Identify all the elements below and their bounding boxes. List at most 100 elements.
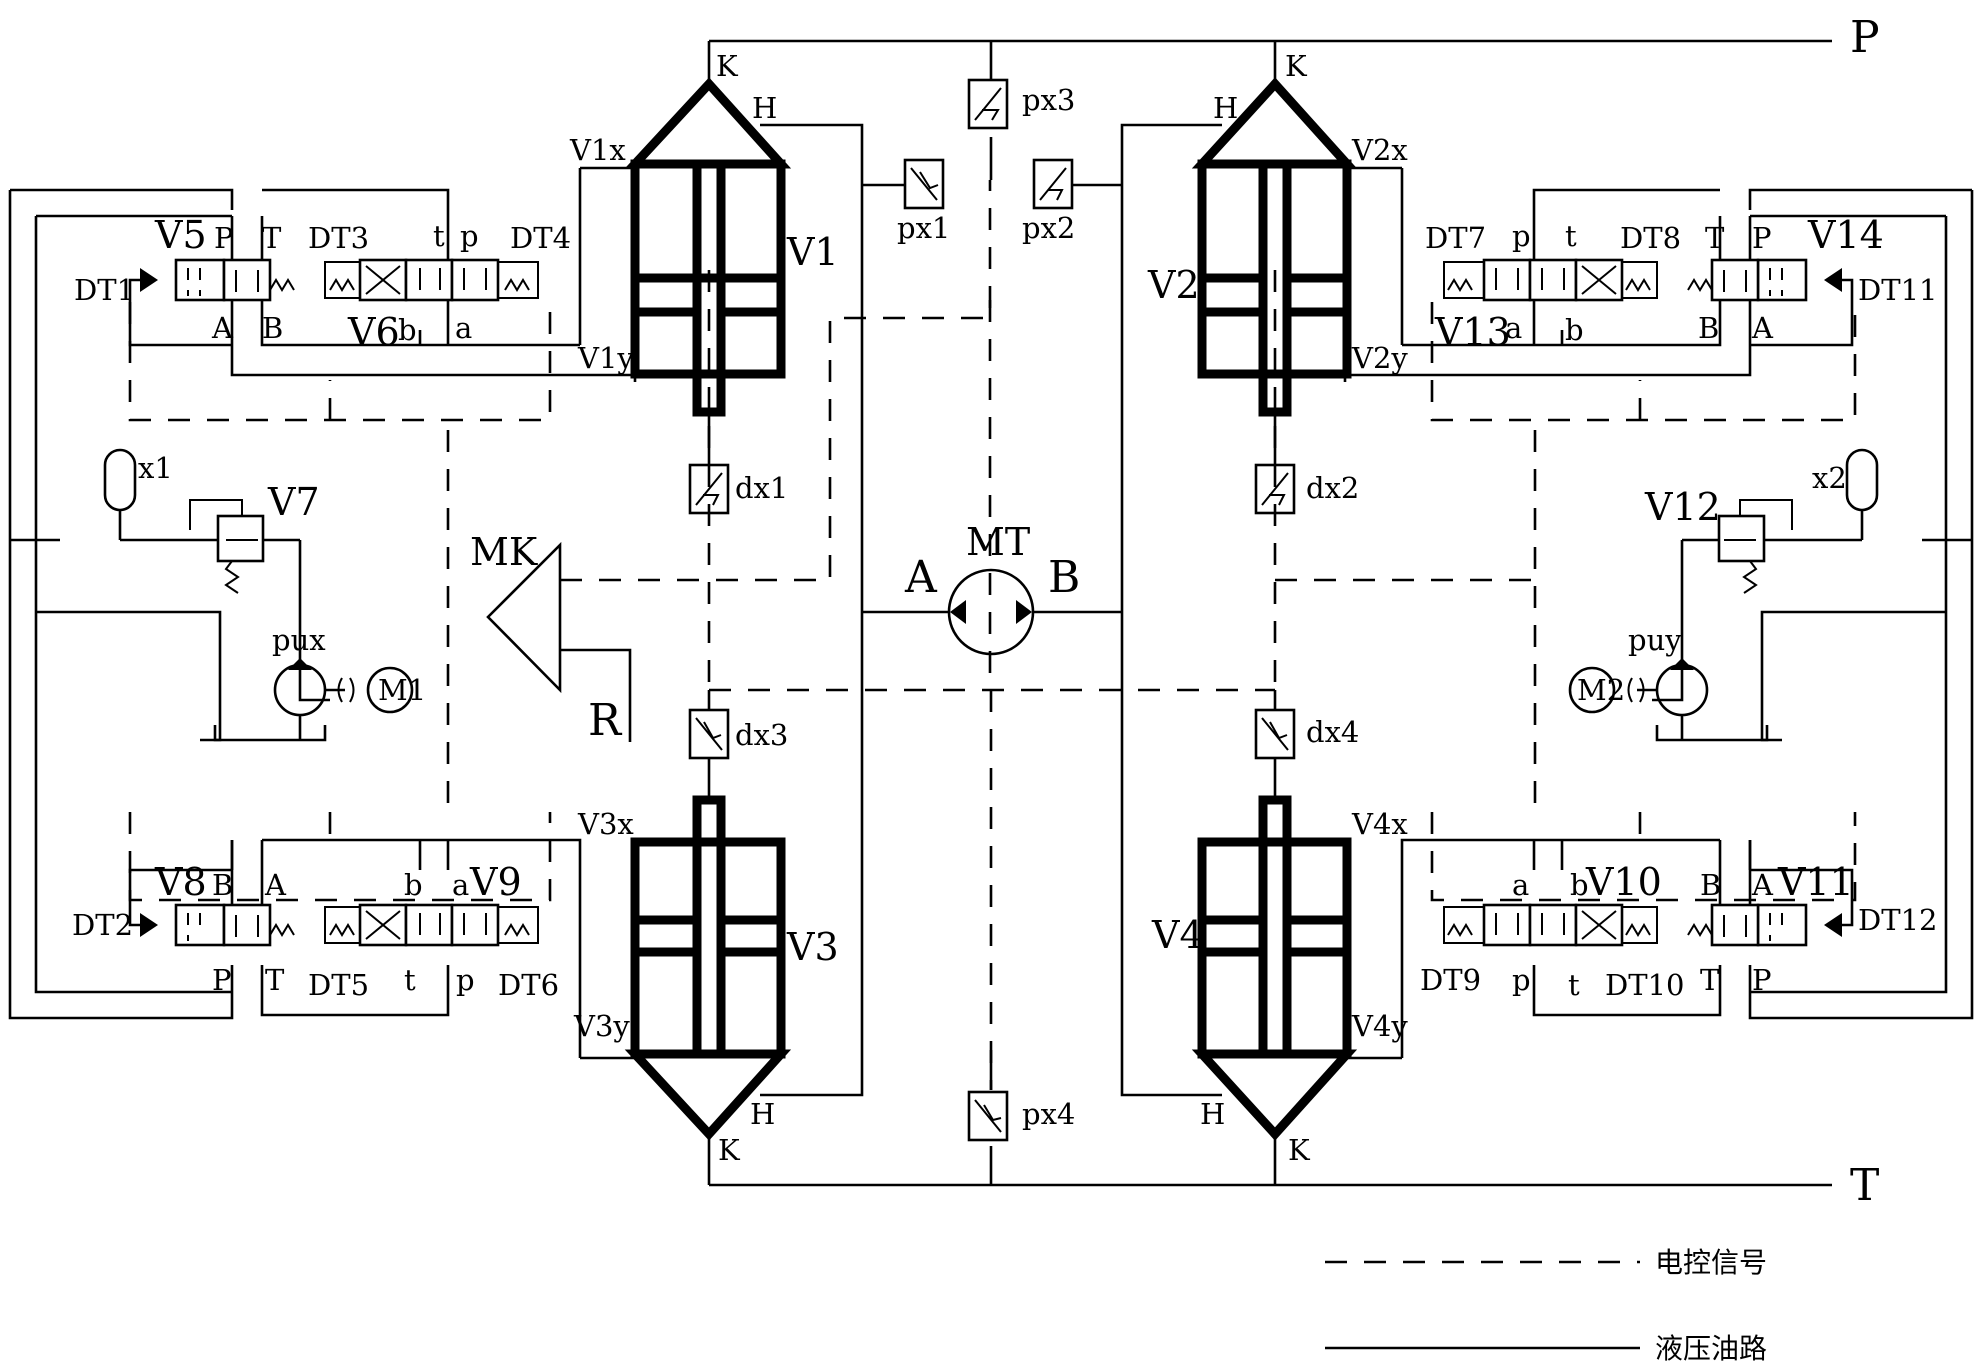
label-dx3: dx3 (735, 718, 788, 752)
label-v13: V13 (1434, 310, 1511, 354)
label-v3x: V3x (577, 807, 634, 841)
label-v8-t: T (265, 963, 285, 997)
label-v10-p: p (1512, 963, 1531, 997)
label-puy: puy (1628, 623, 1682, 657)
label-v6-a: a (455, 311, 472, 345)
label-dx2: dx2 (1306, 471, 1359, 505)
label-v10: V10 (1585, 860, 1662, 904)
relief-valve-v12 (1719, 500, 1792, 593)
label-dx4: dx4 (1306, 715, 1359, 749)
label-v5-t: T (262, 221, 282, 255)
label-v2: V2 (1147, 263, 1200, 307)
label-v9-a: a (452, 868, 469, 902)
label-v5-b: B (262, 311, 283, 345)
label-m2: M2 (1577, 673, 1625, 707)
label-v7: V7 (267, 480, 320, 524)
pump-puy (1629, 658, 1768, 740)
label-v4x: V4x (1351, 807, 1408, 841)
label-m1: M1 (378, 673, 426, 707)
label-dt8: DT8 (1620, 221, 1681, 255)
label-v14: V14 (1807, 213, 1884, 257)
label-dt11: DT11 (1858, 273, 1938, 307)
label-dt3: DT3 (308, 221, 369, 255)
label-px2: px2 (1022, 211, 1075, 245)
label-v8-a: A (264, 868, 287, 902)
label-v6-t: t (433, 219, 445, 253)
directional-valve-v13 (1444, 260, 1657, 300)
labels: P T K H K H K H K H V1 V2 V3 V4 V1x V1y … (72, 12, 1938, 1211)
label-v11-p: P (1752, 963, 1772, 997)
cartridge-valve-v3 (635, 800, 781, 1134)
label-v14-t: T (1705, 221, 1725, 255)
label-dt6: DT6 (498, 968, 559, 1002)
label-v10-a: a (1512, 868, 1529, 902)
label-v1: V1 (786, 230, 839, 274)
label-v9: V9 (469, 860, 522, 904)
label-dt7: DT7 (1425, 221, 1486, 255)
accumulator-x1 (105, 450, 135, 540)
label-dt10: DT10 (1605, 968, 1685, 1002)
directional-valve-v6 (325, 260, 538, 300)
label-h-v3: H (750, 1097, 775, 1131)
label-P: P (1850, 12, 1880, 63)
label-v6-p: p (460, 219, 479, 253)
legend-electric-label: 电控信号 (1655, 1246, 1767, 1279)
label-mt: MT (966, 520, 1030, 564)
pressure-sensor-px1 (905, 160, 943, 208)
label-v2x: V2x (1351, 133, 1408, 167)
label-v3y: V3y (573, 1009, 630, 1043)
pressure-sensor-px3 (969, 80, 1007, 128)
label-v9-b: b (404, 868, 423, 902)
pressure-sensor-px2 (1034, 160, 1072, 208)
label-v5-a: A (211, 311, 234, 345)
accumulator-x2 (1847, 450, 1877, 540)
label-v1x: V1x (569, 133, 626, 167)
label-v8-b: B (212, 868, 233, 902)
label-v4: V4 (1151, 913, 1204, 957)
legend: 电控信号 液压油路 (1325, 1246, 1767, 1365)
label-v11: V11 (1777, 860, 1854, 904)
label-v13-a: a (1505, 311, 1522, 345)
label-h-v2: H (1213, 91, 1238, 125)
label-v5: V5 (154, 213, 207, 257)
label-dx1: dx1 (735, 471, 788, 505)
label-T: T (1850, 1160, 1879, 1211)
label-v9-t: t (404, 963, 416, 997)
label-v8: V8 (154, 860, 207, 904)
label-v5-p: P (214, 221, 234, 255)
label-v6-b: b (398, 313, 417, 347)
label-k-v3: K (718, 1133, 741, 1167)
label-v13-t: t (1565, 219, 1577, 253)
label-h-v4: H (1200, 1097, 1225, 1131)
label-v3: V3 (786, 925, 839, 969)
label-dt5: DT5 (308, 968, 369, 1002)
label-r: R (588, 695, 623, 746)
cartridge-valve-v4 (1202, 800, 1347, 1134)
label-v12: V12 (1644, 485, 1721, 529)
label-v2y: V2y (1351, 341, 1408, 375)
label-x2: x2 (1812, 461, 1847, 495)
label-v4y: V4y (1351, 1009, 1408, 1043)
label-v13-b: b (1565, 313, 1584, 347)
pump-pux (215, 658, 354, 740)
displacement-sensor-dx3 (690, 710, 728, 758)
label-v10-t: t (1568, 968, 1580, 1002)
label-pux: pux (272, 623, 326, 657)
label-v14-p: P (1752, 221, 1772, 255)
label-x1: x1 (138, 451, 173, 485)
directional-valve-v9 (325, 905, 538, 945)
label-k-v1: K (716, 49, 739, 83)
label-dt1: DT1 (74, 273, 135, 307)
label-port-b: B (1048, 552, 1080, 603)
label-px4: px4 (1022, 1097, 1075, 1131)
label-v11-t: T (1700, 963, 1720, 997)
displacement-sensor-dx4 (1256, 710, 1294, 758)
label-v9-p: p (456, 963, 475, 997)
label-v6: V6 (347, 310, 400, 354)
label-dt12: DT12 (1858, 903, 1938, 937)
legend-hydraulic-label: 液压油路 (1655, 1332, 1767, 1365)
label-mk: MK (470, 530, 538, 574)
relief-valve-v7 (190, 500, 263, 593)
label-k-v4: K (1288, 1133, 1311, 1167)
label-v13-p: p (1512, 219, 1531, 253)
